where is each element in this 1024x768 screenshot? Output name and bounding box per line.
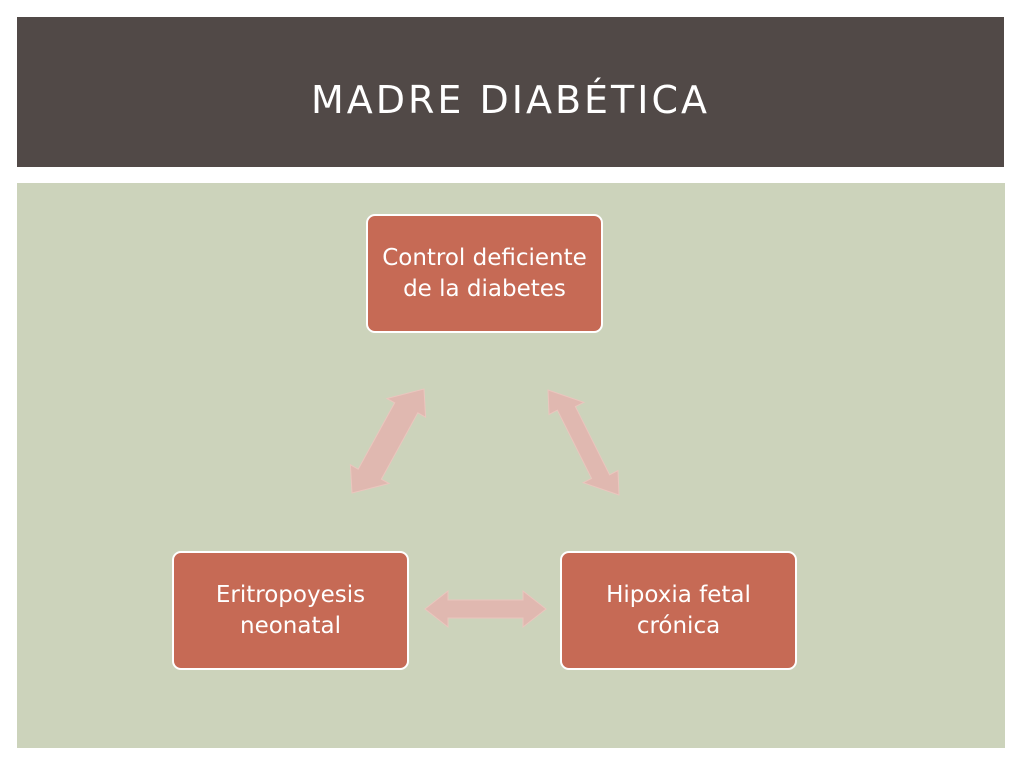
node-label: Control deficiente de la diabetes bbox=[382, 244, 587, 302]
double-arrow-bottom bbox=[424, 589, 547, 629]
double-arrow-top-right bbox=[547, 389, 620, 496]
node-hipoxia: Hipoxia fetal crónica bbox=[560, 551, 797, 670]
slide-title: MADRE DIABÉTICA bbox=[310, 78, 711, 122]
title-bar: MADRE DIABÉTICA bbox=[17, 17, 1004, 167]
node-eritropoyesis: Eritropoyesis neonatal bbox=[172, 551, 409, 670]
double-arrow-top-left bbox=[349, 388, 427, 494]
node-control-deficiente: Control deficiente de la diabetes bbox=[366, 214, 603, 333]
node-label: Eritropoyesis neonatal bbox=[215, 581, 366, 639]
node-label: Hipoxia fetal crónica bbox=[606, 581, 751, 639]
